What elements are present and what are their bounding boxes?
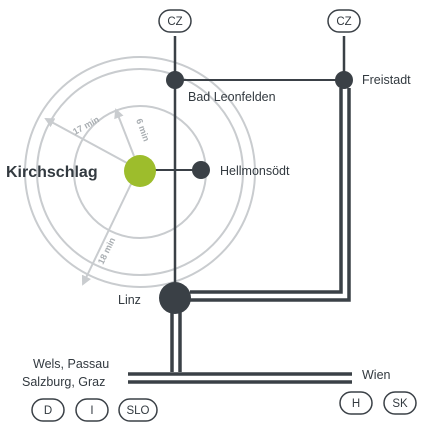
place-label-linz: Linz bbox=[118, 293, 141, 307]
border-pill-slo: SLO bbox=[118, 398, 158, 422]
radius-arrows bbox=[44, 108, 135, 286]
place-label-freistadt: Freistadt bbox=[362, 73, 411, 87]
border-pill-d: D bbox=[31, 398, 65, 422]
border-label: H bbox=[352, 398, 360, 410]
border-pill-cz-right: CZ bbox=[327, 9, 361, 33]
place-label-bad-leonfelden: Bad Leonfelden bbox=[188, 90, 276, 104]
radius-arrow-18min bbox=[81, 183, 132, 286]
border-label: SK bbox=[392, 398, 408, 410]
node-hellmonsoedt bbox=[192, 161, 210, 179]
radius-arrow-17min bbox=[44, 118, 128, 164]
border-pill-sk: SK bbox=[383, 391, 417, 415]
border-label: CZ bbox=[336, 16, 351, 28]
node-kirchschlag bbox=[124, 155, 156, 187]
border-pill-i: I bbox=[75, 398, 109, 422]
center-label: Kirchschlag bbox=[6, 164, 98, 181]
border-label: CZ bbox=[167, 16, 182, 28]
border-pill-h: H bbox=[339, 391, 373, 415]
destination-label-west-2: Salzburg, Graz bbox=[22, 375, 105, 389]
destination-label-east: Wien bbox=[362, 368, 391, 382]
border-pill-cz-left: CZ bbox=[158, 9, 192, 33]
ring-outer bbox=[24, 56, 256, 288]
destination-label-west-1: Wels, Passau bbox=[33, 357, 109, 371]
radius-arrow-6min bbox=[114, 108, 135, 157]
time-label-6min: 6 min bbox=[134, 117, 151, 143]
node-linz bbox=[159, 282, 191, 314]
motorway-freistadt-linz bbox=[190, 88, 343, 294]
border-label: D bbox=[44, 405, 52, 417]
node-freistadt bbox=[335, 71, 353, 89]
ring-middle bbox=[36, 68, 244, 276]
border-label: SLO bbox=[126, 405, 149, 417]
place-label-hellmonsoedt: Hellmonsödt bbox=[220, 164, 290, 178]
motorway-freistadt-linz-second bbox=[190, 88, 351, 302]
border-label: I bbox=[90, 405, 93, 417]
roads bbox=[128, 36, 352, 384]
node-bad-leonfelden bbox=[166, 71, 184, 89]
